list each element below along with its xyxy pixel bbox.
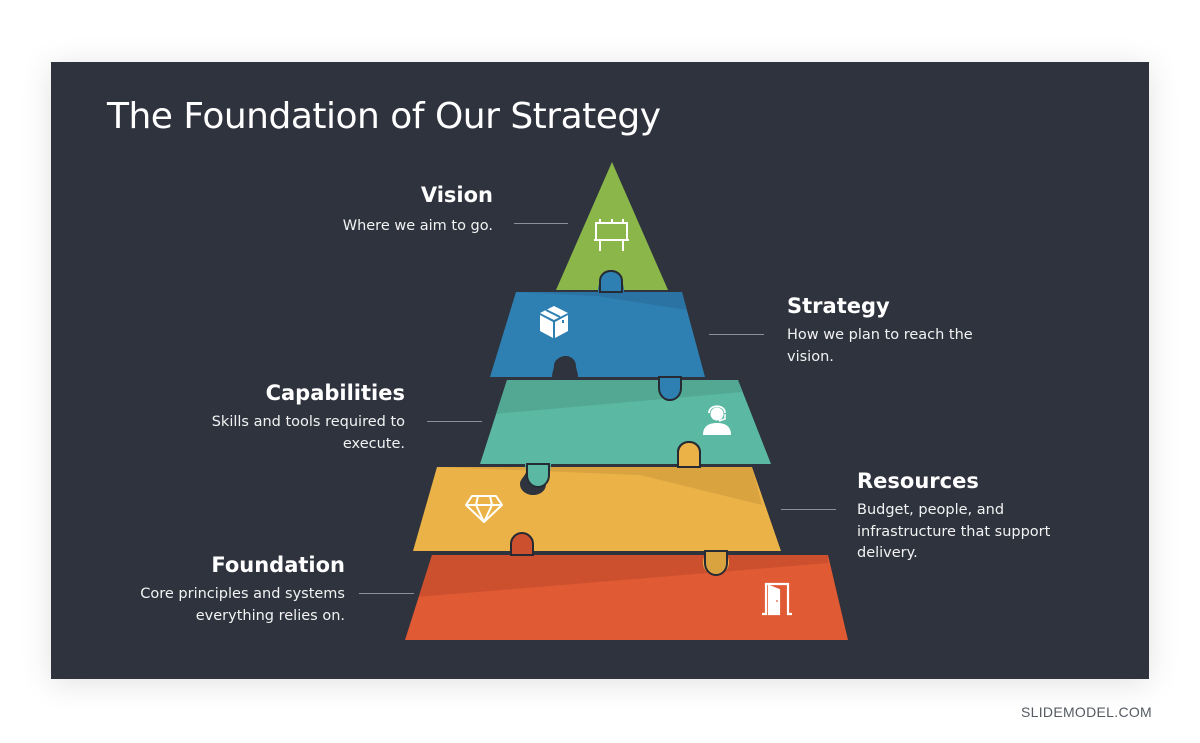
label-resources-desc-line: Budget, people, and bbox=[857, 502, 1005, 518]
label-foundation: Foundation Core principles and systems e… bbox=[140, 552, 345, 627]
support-agent-headset-icon bbox=[703, 405, 731, 435]
pyramid-layer-resources bbox=[413, 467, 781, 575]
label-strategy: Strategy How we plan to reach the vision… bbox=[787, 293, 973, 368]
label-foundation-desc-line: everything relies on. bbox=[195, 607, 345, 624]
connector-line-resources bbox=[781, 509, 836, 510]
label-strategy-desc-line: How we plan to reach the bbox=[787, 327, 973, 343]
label-capabilities-desc-line: execute. bbox=[342, 435, 405, 452]
watermark: SLIDEMODEL.COM bbox=[1021, 704, 1152, 720]
label-capabilities-title: Capabilities bbox=[265, 381, 405, 405]
package-box-icon bbox=[540, 306, 568, 338]
label-strategy-title: Strategy bbox=[787, 294, 890, 318]
label-resources-desc-line: delivery. bbox=[857, 545, 918, 561]
label-foundation-title: Foundation bbox=[211, 553, 345, 577]
puzzle-connector-teal-yellow bbox=[526, 463, 550, 489]
pyramid-layer-strategy bbox=[490, 270, 705, 377]
puzzle-connector-blue-teal bbox=[658, 376, 682, 402]
puzzle-connector-yellow-teal bbox=[677, 440, 701, 468]
connector-line-foundation bbox=[359, 593, 414, 594]
connector-line-vision bbox=[514, 223, 568, 224]
label-capabilities-desc-line: Skills and tools required to bbox=[211, 414, 405, 430]
label-vision-title: Vision bbox=[420, 183, 493, 207]
pyramid-layer-foundation bbox=[405, 555, 848, 640]
label-vision-desc: Where we aim to go. bbox=[342, 218, 493, 234]
label-capabilities: Capabilities Skills and tools required t… bbox=[212, 380, 405, 455]
open-door-icon bbox=[762, 582, 792, 616]
label-strategy-desc: How we plan to reach the vision. bbox=[787, 325, 973, 368]
label-resources-desc-line: infrastructure that support bbox=[857, 523, 1051, 540]
label-foundation-desc-line: Core principles and systems bbox=[140, 586, 345, 602]
pyramid-layer-vision bbox=[556, 162, 668, 293]
slide-title: The Foundation of Our Strategy bbox=[107, 96, 661, 137]
diamond-icon bbox=[465, 495, 503, 523]
connector-line-capabilities bbox=[427, 421, 482, 422]
billboard-icon bbox=[594, 219, 629, 251]
label-strategy-desc-line: vision. bbox=[787, 348, 834, 365]
label-foundation-desc: Core principles and systems everything r… bbox=[140, 584, 345, 627]
label-resources-desc: Budget, people, and infrastructure that … bbox=[857, 500, 1050, 565]
puzzle-connector-red-yellow bbox=[510, 531, 534, 556]
label-vision: Vision Where we aim to go. bbox=[343, 182, 493, 238]
label-resources-title: Resources bbox=[857, 469, 979, 493]
puzzle-connector-yellow-red bbox=[704, 550, 728, 577]
connector-line-strategy bbox=[709, 334, 764, 335]
label-capabilities-desc: Skills and tools required to execute. bbox=[212, 412, 405, 455]
label-resources: Resources Budget, people, and infrastruc… bbox=[857, 468, 1050, 565]
